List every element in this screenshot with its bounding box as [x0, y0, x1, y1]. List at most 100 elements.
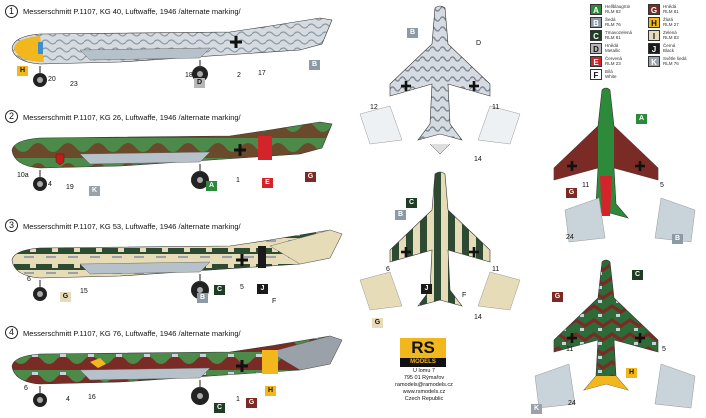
callout-tag-k: K	[531, 404, 542, 414]
callout-number: 20	[48, 76, 56, 83]
callout-number: 5	[662, 346, 666, 353]
callout-number: 16	[88, 394, 96, 401]
address-email: ramodels@ramodels.cz	[395, 382, 453, 388]
callout-number: 11	[492, 104, 500, 111]
callout-number: 6	[386, 266, 390, 273]
profile-number-3: 3	[5, 219, 18, 232]
callout-tag-g: G	[552, 292, 563, 302]
callout-tag-d: D	[194, 78, 205, 88]
legend-swatch: B	[590, 17, 602, 28]
callout-tag-h: H	[265, 386, 276, 396]
callout-tag-a: A	[636, 114, 647, 124]
legend-code: RLM 82	[605, 9, 621, 14]
underside-wings-2	[564, 197, 696, 243]
legend-swatch: D	[590, 43, 602, 54]
legend-name: Bílá	[605, 69, 613, 74]
callout-number: 4	[48, 181, 52, 188]
callout-tag-d: D	[476, 40, 482, 47]
profile-2-aircraft	[11, 121, 333, 191]
callout-number: 17	[258, 70, 266, 77]
callout-number: 23	[70, 81, 78, 88]
callout-number: 12	[370, 104, 378, 111]
callout-tag-h: H	[17, 66, 28, 76]
address-line: U lomu 7	[412, 368, 435, 374]
callout-tag-g: G	[246, 398, 257, 408]
legend-name: Černá	[663, 43, 676, 48]
publisher-address: U lomu 7 795 01 Rýmařov ramodels@ramodel…	[388, 368, 460, 403]
callout-number: F	[272, 298, 277, 305]
callout-number: 18	[185, 72, 193, 79]
legend-name: Hnědá	[605, 43, 619, 48]
plan-view-top-3	[359, 171, 521, 311]
legend-name: Žlutá	[663, 17, 674, 22]
callout-number: 24	[568, 400, 576, 407]
legend-code: RLM 23	[605, 61, 621, 66]
callout-number: 11	[492, 266, 500, 273]
logo-letters: RS	[400, 338, 446, 358]
profile-number-4: 4	[5, 326, 18, 339]
legend-code: Metallic	[605, 48, 621, 53]
legend-swatch: E	[590, 56, 602, 67]
callout-tag-g: G	[372, 318, 383, 328]
rs-models-logo: RS MODELS	[400, 338, 446, 368]
callout-number: 14	[474, 314, 482, 321]
legend-swatch: A	[590, 4, 602, 15]
legend-name: Červená	[605, 56, 623, 61]
plan-view-top-4	[553, 259, 659, 391]
address-web: www.rsmodels.cz	[402, 389, 446, 395]
callout-tag-c: C	[214, 285, 225, 295]
callout-tag-c: C	[406, 198, 417, 208]
callout-tag-b: B	[407, 28, 418, 38]
callout-number: 1	[236, 396, 240, 403]
profile-3-aircraft	[11, 229, 343, 301]
legend-name: Hellblaugrün	[605, 4, 631, 9]
callout-number: 11	[582, 182, 590, 189]
callout-number: 6	[24, 385, 28, 392]
callout-tag-c: C	[214, 403, 225, 413]
legend-name: Šedá	[605, 17, 616, 22]
callout-tag-b: B	[672, 234, 683, 244]
legend-code: Black	[663, 48, 675, 53]
callout-tag-b: B	[395, 210, 406, 220]
legend-name: Zelená	[663, 30, 677, 35]
legend-swatch: K	[648, 56, 660, 67]
underside-wings-4	[534, 363, 696, 409]
callout-tag-g: G	[305, 172, 316, 182]
legend-code: RLM 81	[605, 35, 621, 40]
callout-tag-j: J	[257, 284, 268, 294]
address-line: 795 01 Rýmařov	[403, 375, 445, 381]
callout-tag-f: F	[462, 292, 467, 299]
address-country: Czech Republic	[404, 396, 444, 402]
profile-title-2: Messerschmitt P.1107, KG 26, Luftwaffe, …	[23, 113, 241, 122]
callout-tag-g: G	[566, 188, 577, 198]
legend-swatch: G	[648, 4, 660, 15]
callout-number: 11	[566, 346, 574, 353]
profile-number-1: 1	[5, 5, 18, 18]
legend-code: RLM 83	[663, 35, 679, 40]
profile-4-aircraft	[11, 335, 343, 407]
plan-view-top-2	[553, 87, 659, 219]
legend-code: RLM 81	[663, 9, 679, 14]
callout-tag-k: K	[89, 186, 100, 196]
legend-code: RLM 76	[663, 61, 679, 66]
callout-number: 1	[236, 177, 240, 184]
legend-swatch: F	[590, 69, 602, 80]
legend-swatch: J	[648, 43, 660, 54]
logo-word: MODELS	[400, 358, 446, 367]
callout-tag-e: E	[262, 178, 273, 188]
callout-tag-a: A	[206, 181, 217, 191]
profile-title-4: Messerschmitt P.1107, KG 76, Luftwaffe, …	[23, 329, 241, 338]
callout-number: 6	[27, 276, 31, 283]
callout-tag-b: B	[309, 60, 320, 70]
legend-swatch: H	[648, 17, 660, 28]
callout-tag-j: J	[421, 284, 432, 294]
callout-number: 5	[660, 182, 664, 189]
callout-number: 4	[66, 396, 70, 403]
